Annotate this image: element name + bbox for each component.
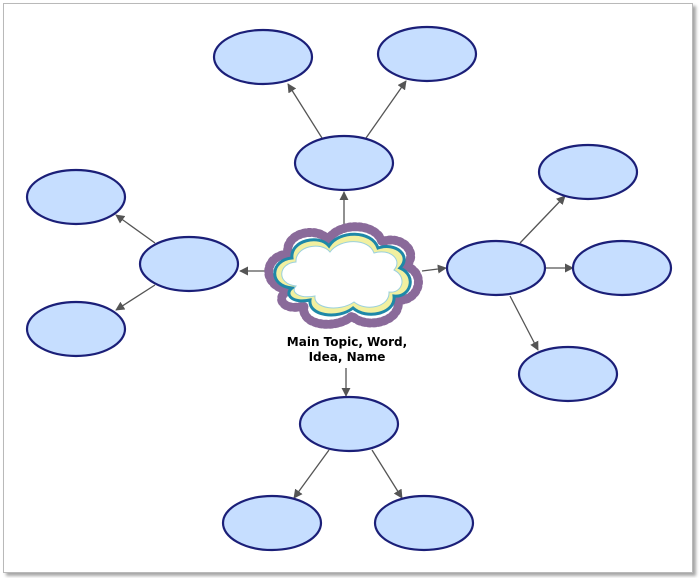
node-right-middle[interactable] bbox=[571, 239, 673, 297]
edge-bottom-to-bottom-right bbox=[371, 449, 403, 499]
edge-right-to-right-top bbox=[519, 195, 566, 244]
edge-right-to-right-bottom bbox=[509, 295, 539, 351]
edge-left-to-left-top bbox=[115, 214, 156, 244]
edge-top-to-top-right bbox=[365, 80, 407, 139]
node-left-bottom[interactable] bbox=[25, 300, 127, 358]
node-bottom[interactable] bbox=[298, 395, 400, 453]
node-top[interactable] bbox=[293, 134, 395, 192]
branch-left bbox=[25, 168, 240, 358]
node-top-right[interactable] bbox=[376, 25, 478, 83]
node-bottom-left[interactable] bbox=[221, 494, 323, 552]
node-bottom-right[interactable] bbox=[373, 494, 475, 552]
edge-bottom-to-bottom-left bbox=[293, 449, 330, 499]
edge-top-to-top-left bbox=[287, 83, 323, 139]
central-topic[interactable]: Main Topic, Word, Idea, Name bbox=[264, 222, 423, 364]
edge-center-to-right bbox=[421, 264, 447, 274]
connector-group bbox=[115, 80, 574, 499]
cloud-icon bbox=[264, 222, 423, 329]
node-top-left[interactable] bbox=[212, 28, 314, 86]
node-right-top[interactable] bbox=[537, 143, 639, 201]
node-right-bottom[interactable] bbox=[517, 345, 619, 403]
branch-bottom bbox=[221, 395, 475, 552]
branch-top bbox=[212, 25, 478, 192]
branch-right bbox=[445, 143, 673, 403]
node-left[interactable] bbox=[138, 235, 240, 293]
node-left-top[interactable] bbox=[25, 168, 127, 226]
center-label-line2: Idea, Name bbox=[309, 350, 386, 364]
edge-left-to-left-bottom bbox=[115, 284, 156, 311]
node-right[interactable] bbox=[445, 239, 547, 297]
center-label-line1: Main Topic, Word, bbox=[287, 335, 407, 349]
